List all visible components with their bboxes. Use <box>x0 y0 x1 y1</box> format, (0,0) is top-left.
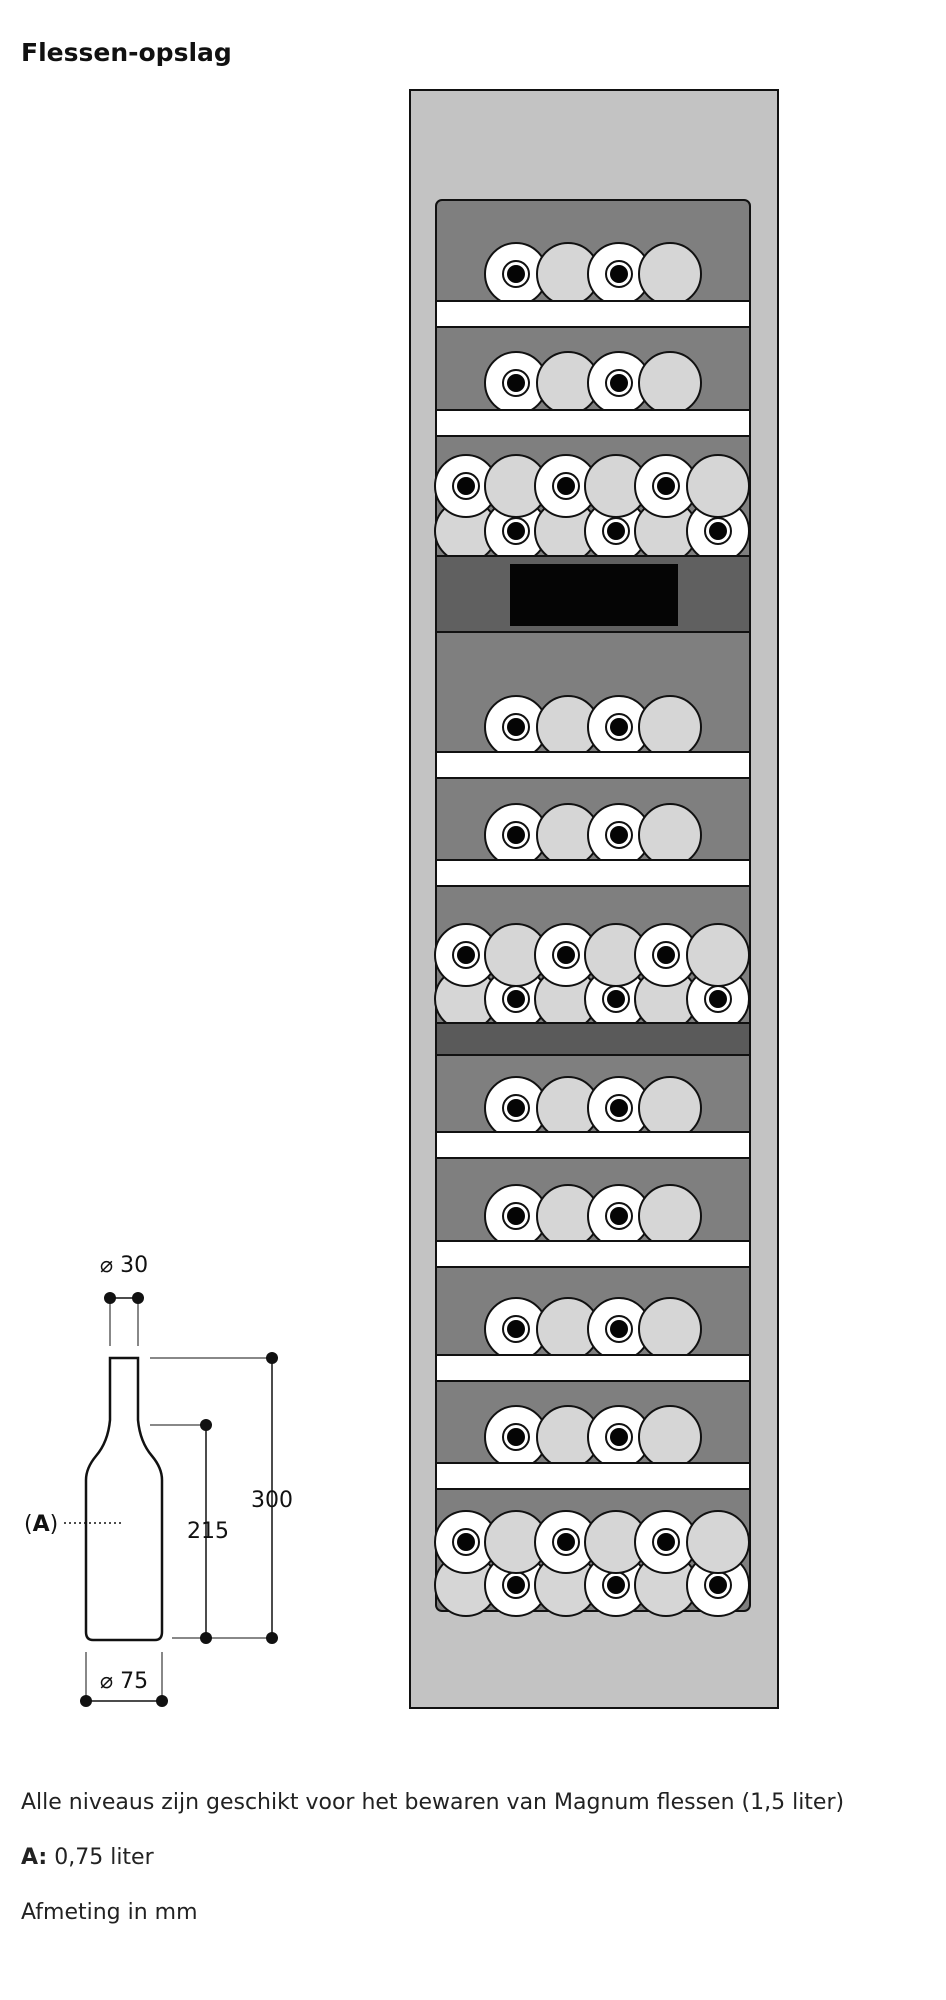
base-dot-left <box>80 1695 92 1707</box>
bottle-cork <box>657 1533 675 1551</box>
bottle-cork <box>507 265 525 283</box>
bottle-dimension-drawing <box>64 1297 273 1702</box>
bottle-cork <box>607 1576 625 1594</box>
shoulder-height-label: 215 <box>187 1519 229 1544</box>
bottle-cork <box>507 1207 525 1225</box>
shelf <box>435 1240 751 1268</box>
bottle-cork <box>610 718 628 736</box>
bottle-cork <box>457 946 475 964</box>
shelf <box>435 859 751 887</box>
neck-dot-right <box>132 1292 144 1304</box>
bottle-size-value: 0,75 liter <box>47 1845 154 1870</box>
bottle-cork <box>457 477 475 495</box>
bottle-bottom <box>638 1184 702 1248</box>
height-dot-top <box>266 1352 278 1364</box>
divider-strip <box>435 1022 751 1056</box>
bottle-bottom <box>686 454 750 518</box>
bottle-cork <box>507 1099 525 1117</box>
bottle-cork <box>557 1533 575 1551</box>
bottle-bottom <box>638 803 702 867</box>
bottle-cork <box>610 826 628 844</box>
total-height-label: 300 <box>251 1488 293 1513</box>
base-dot-right <box>156 1695 168 1707</box>
bottle-bottom <box>638 1297 702 1361</box>
bottle-size-note: A: 0,75 liter <box>21 1845 154 1870</box>
neck-diameter-label: ⌀ 30 <box>100 1253 148 1278</box>
shelf <box>435 409 751 437</box>
bottle-cork <box>610 1099 628 1117</box>
bottle-cork <box>610 1428 628 1446</box>
bottle-cork <box>709 990 727 1008</box>
bottle-cork <box>507 826 525 844</box>
shelf <box>435 1354 751 1382</box>
bottle-cork <box>507 522 525 540</box>
magnum-note: Alle niveaus zijn geschikt voor het bewa… <box>21 1790 845 1815</box>
bottle-cork <box>610 1207 628 1225</box>
dimension-dots <box>80 1292 278 1707</box>
shoulder-dot-bottom <box>200 1632 212 1644</box>
shelf <box>435 751 751 779</box>
bottle-label-a: (A) <box>24 1512 58 1537</box>
shelf <box>435 1462 751 1490</box>
bottle-cork <box>607 990 625 1008</box>
bottle-bottom <box>638 1076 702 1140</box>
body-diameter-label: ⌀ 75 <box>100 1669 148 1694</box>
bottle-cork <box>557 946 575 964</box>
bottle-cork <box>507 374 525 392</box>
bottle-cork <box>507 1428 525 1446</box>
units-note: Afmeting in mm <box>21 1900 198 1925</box>
bottle-outline <box>84 1356 164 1642</box>
bottle-bottom <box>686 923 750 987</box>
bottle-bottom <box>638 242 702 306</box>
height-dot-bottom <box>266 1632 278 1644</box>
shoulder-dot-top <box>200 1419 212 1431</box>
page-title: Flessen-opslag <box>21 38 232 67</box>
bottle-cork <box>607 522 625 540</box>
shelf <box>435 300 751 328</box>
bottle-cork <box>610 1320 628 1338</box>
bottle-bottom <box>638 695 702 759</box>
bottle-cork <box>557 477 575 495</box>
bottle-racks <box>434 242 751 1617</box>
bottle-cork <box>610 374 628 392</box>
display-screen <box>510 564 678 626</box>
bottle-cork <box>507 1576 525 1594</box>
bottle-bottom <box>686 1510 750 1574</box>
bottle-bottom <box>638 351 702 415</box>
bottle-cork <box>457 1533 475 1551</box>
bottle-cork <box>610 265 628 283</box>
bottle-cork <box>709 522 727 540</box>
bottle-cork <box>507 718 525 736</box>
bottle-size-key: A: <box>21 1845 48 1870</box>
bottle-cork <box>657 477 675 495</box>
bottle-cork <box>507 990 525 1008</box>
bottle-cork <box>507 1320 525 1338</box>
bottle-bottom <box>638 1405 702 1469</box>
shelf <box>435 1131 751 1159</box>
bottle-cork <box>657 946 675 964</box>
neck-dot-left <box>104 1292 116 1304</box>
bottle-cork <box>709 1576 727 1594</box>
